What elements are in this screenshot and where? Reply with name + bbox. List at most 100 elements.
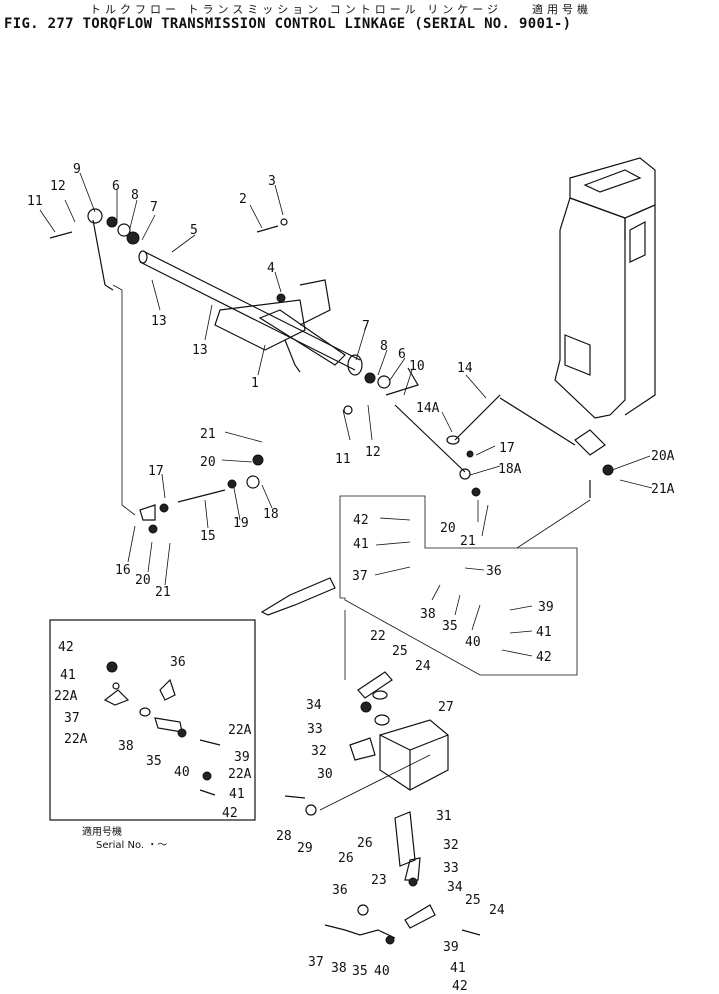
japanese-title: トルクフロー トランスミッション コントロール リンケージ 適用号機 — [90, 3, 593, 16]
part-number-label: 24 — [489, 903, 505, 918]
part-number-label: 41 — [60, 668, 76, 683]
part-number-label: 7 — [150, 200, 158, 215]
part-number-label: 12 — [50, 179, 66, 194]
part-number-label: 34 — [306, 698, 322, 713]
part-number-label: 13 — [151, 314, 167, 329]
part-number-label: 22 — [370, 629, 386, 644]
part-number-label: 21A — [651, 482, 675, 497]
part-number-label: 22A — [228, 723, 252, 738]
part-number-label: 18 — [263, 507, 279, 522]
part-number-label: 10 — [409, 359, 425, 374]
part-number-label: 29 — [297, 841, 313, 856]
part-number-label: 6 — [112, 179, 120, 194]
part-number-label: 42 — [222, 806, 238, 821]
part-number-label: 20 — [440, 521, 456, 536]
part-number-label: 20A — [651, 449, 675, 464]
leader-lines — [39, 172, 653, 657]
part-number-label: 17 — [499, 441, 515, 456]
part-number-label: 21 — [460, 534, 476, 549]
part-number-label: 36 — [486, 564, 502, 579]
hardware — [49, 208, 614, 534]
part-number-label: 36 — [170, 655, 186, 670]
part-number-label: 35 — [146, 754, 162, 769]
part-number-label: 4 — [267, 261, 275, 276]
zone-lines — [112, 284, 591, 811]
part-number-label: 41 — [536, 625, 552, 640]
part-number-label: 25 — [465, 893, 481, 908]
part-number-label: 42 — [536, 650, 552, 665]
part-number-label: 39 — [538, 600, 554, 615]
lower-bracket — [284, 671, 481, 945]
part-number-label: 26 — [338, 851, 354, 866]
part-number-label: 11 — [335, 452, 351, 467]
detail-box — [49, 619, 256, 821]
part-number-label: 36 — [332, 883, 348, 898]
part-number-label: 32 — [443, 838, 459, 853]
serial-note-jp: 適用号機 — [82, 825, 122, 838]
control-console — [554, 157, 656, 419]
part-number-label: 16 — [115, 563, 131, 578]
part-number-label: 33 — [443, 861, 459, 876]
part-number-label: 28 — [276, 829, 292, 844]
part-number-label: 21 — [155, 585, 171, 600]
part-number-label: 15 — [200, 529, 216, 544]
part-number-label: 35 — [442, 619, 458, 634]
part-number-label: 38 — [420, 607, 436, 622]
part-number-label: 22A — [228, 767, 252, 782]
part-number-label: 32 — [311, 744, 327, 759]
serial-note-en: Serial No. ・～ — [96, 840, 167, 851]
part-number-label: 37 — [308, 955, 324, 970]
part-number-label: 20 — [135, 573, 151, 588]
part-number-label: 13 — [192, 343, 208, 358]
detail-parts — [103, 661, 221, 796]
part-number-label: 39 — [234, 750, 250, 765]
shaft-assembly — [138, 250, 363, 376]
part-number-label: 14A — [416, 401, 440, 416]
part-number-label: 22A — [54, 689, 78, 704]
figure-title: FIG. 277 TORQFLOW TRANSMISSION CONTROL L… — [4, 16, 572, 32]
part-number-label: 2 — [239, 192, 247, 207]
part-number-label: 38 — [118, 739, 134, 754]
part-number-label: 33 — [307, 722, 323, 737]
part-number-label: 39 — [443, 940, 459, 955]
part-number-label: 6 — [398, 347, 406, 362]
part-number-label: 12 — [365, 445, 381, 460]
arrow-shape — [260, 577, 336, 616]
part-number-label: 25 — [392, 644, 408, 659]
part-number-label: 20 — [200, 455, 216, 470]
part-number-label: 35 — [352, 964, 368, 979]
part-number-label: 1 — [251, 376, 259, 391]
part-number-label: 42 — [58, 640, 74, 655]
part-number-label: 7 — [362, 319, 370, 334]
part-number-label: 40 — [465, 635, 481, 650]
part-number-label: 40 — [174, 765, 190, 780]
part-number-label: 8 — [131, 188, 139, 203]
part-number-label: 21 — [200, 427, 216, 442]
part-number-label: 23 — [371, 873, 387, 888]
part-number-label: 18A — [498, 462, 522, 477]
part-number-label: 22A — [64, 732, 88, 747]
part-number-label: 24 — [415, 659, 431, 674]
part-number-label: 42 — [353, 513, 369, 528]
part-number-label: 17 — [148, 464, 164, 479]
part-number-label: 41 — [450, 961, 466, 976]
part-number-label: 19 — [233, 516, 249, 531]
part-number-label: 3 — [268, 174, 276, 189]
part-number-label: 27 — [438, 700, 454, 715]
part-number-label: 34 — [447, 880, 463, 895]
part-number-label: 11 — [27, 194, 43, 209]
part-number-label: 41 — [229, 787, 245, 802]
part-number-label: 41 — [353, 537, 369, 552]
part-number-label: 38 — [331, 961, 347, 976]
part-number-label: 14 — [457, 361, 473, 376]
part-number-label: 9 — [73, 162, 81, 177]
part-number-label: 30 — [317, 767, 333, 782]
part-number-label: 5 — [190, 223, 198, 238]
part-number-label: 8 — [380, 339, 388, 354]
part-number-label: 26 — [357, 836, 373, 851]
part-number-label: 37 — [64, 711, 80, 726]
part-number-label: 31 — [436, 809, 452, 824]
part-number-label: 42 — [452, 979, 468, 994]
